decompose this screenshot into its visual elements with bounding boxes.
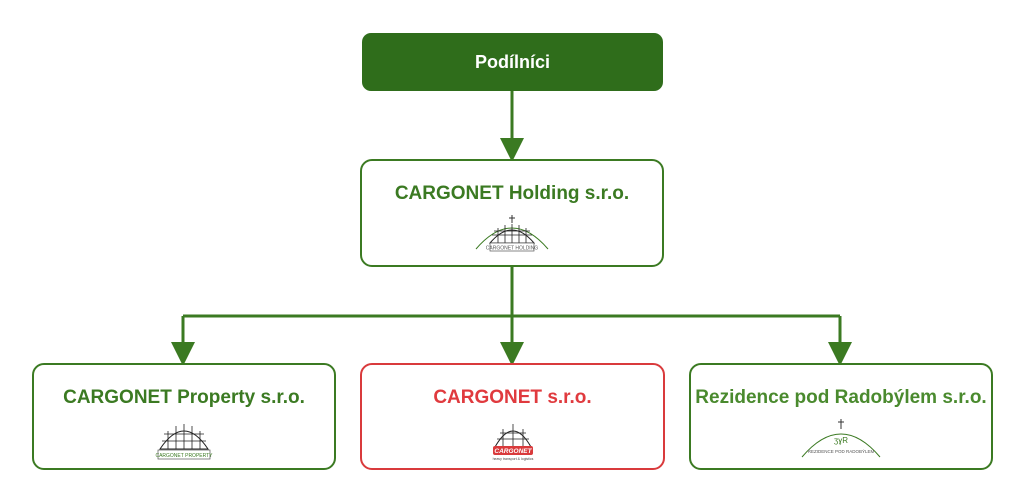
- cargonet-logo: CARGONET heavy transport & logistics: [492, 424, 533, 461]
- svg-text:ʒɣR: ʒɣR: [834, 436, 848, 445]
- property-label: CARGONET Property s.r.o.: [63, 387, 305, 408]
- cargonet-holding-logo: CARGONET HOLDING: [475, 215, 549, 252]
- holding-label: CARGONET Holding s.r.o.: [394, 183, 630, 204]
- property-box: CARGONET Property s.r.o. CARGONET PROPER…: [32, 363, 336, 470]
- svg-text:CARGONET PROPERTY: CARGONET PROPERTY: [155, 453, 213, 459]
- cargonet-label: CARGONET s.r.o.: [433, 387, 592, 408]
- cargonet-box: CARGONET s.r.o. CARGONET heavy transport…: [360, 363, 665, 470]
- rezidence-label: Rezidence pod Radobýlem s.r.o.: [695, 387, 987, 408]
- rezidence-logo: ʒɣR REZIDENCE POD RADOBÝLEM: [801, 419, 881, 458]
- shareholders-label: Podílníci: [474, 51, 550, 72]
- svg-text:CARGONET: CARGONET: [494, 448, 532, 455]
- shareholders-box: Podílníci: [362, 33, 663, 91]
- cargonet-property-logo: CARGONET PROPERTY: [155, 424, 213, 460]
- svg-text:CARGONET HOLDING: CARGONET HOLDING: [486, 246, 539, 252]
- svg-text:heavy transport & logistics: heavy transport & logistics: [492, 457, 533, 461]
- svg-text:REZIDENCE POD RADOBÝLEM: REZIDENCE POD RADOBÝLEM: [808, 448, 875, 454]
- holding-box: CARGONET Holding s.r.o. CARGONET HOLDING: [360, 159, 664, 267]
- rezidence-box: Rezidence pod Radobýlem s.r.o. ʒɣR REZID…: [689, 363, 993, 470]
